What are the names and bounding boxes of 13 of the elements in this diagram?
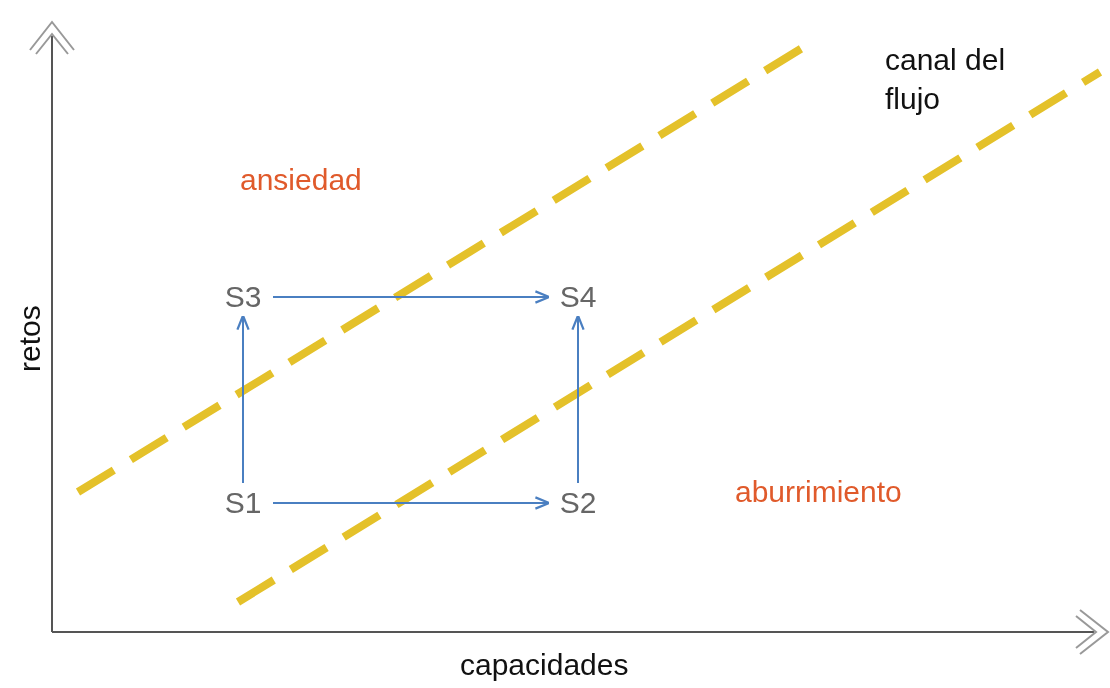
arrow <box>571 314 585 484</box>
axis-title: capacidades <box>460 647 629 683</box>
arrow <box>236 314 250 484</box>
state-label: S4 <box>548 277 608 317</box>
region-label: aburrimiento <box>735 474 902 510</box>
state-label: S3 <box>213 277 273 317</box>
state-label: S1 <box>213 483 273 523</box>
arrow <box>272 290 551 304</box>
state-label: S2 <box>548 483 608 523</box>
arrow <box>272 496 551 510</box>
region-label: ansiedad <box>240 162 362 198</box>
region-label: canal del flujo <box>885 42 1007 117</box>
axis-title: retos <box>12 305 47 372</box>
